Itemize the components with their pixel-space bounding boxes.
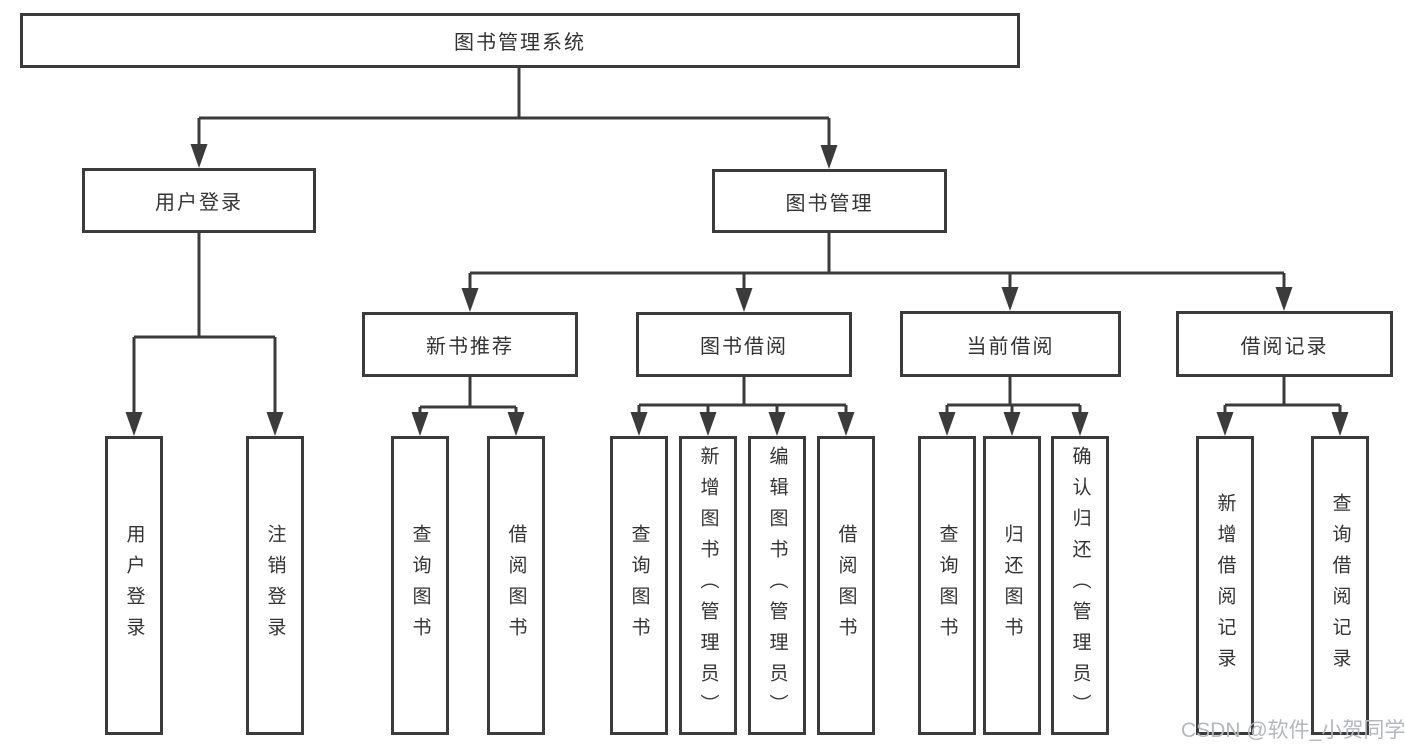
leaf-logout: 注销登录 — [246, 436, 304, 735]
leaf-record-add: 新增借阅记录 — [1196, 436, 1254, 735]
node-book-management-label: 图书管理 — [785, 192, 874, 215]
leaf-user-login-label: 用户登录 — [123, 523, 145, 648]
leaf-record-query: 查询借阅记录 — [1311, 436, 1369, 735]
leaf-newbook-query-label: 查询图书 — [409, 523, 431, 648]
leaf-borrow-query: 查询图书 — [610, 436, 668, 735]
leaf-borrow-add-label: 新增图书（管理员） — [697, 446, 719, 725]
node-user-login: 用户登录 — [82, 168, 316, 233]
node-book-borrow: 图书借阅 — [636, 312, 852, 377]
leaf-user-login: 用户登录 — [105, 436, 163, 735]
leaf-borrow-book-label: 借阅图书 — [835, 523, 857, 648]
watermark-text: CSDN @软件_小贺同学 — [1181, 719, 1405, 742]
leaf-record-add-label: 新增借阅记录 — [1214, 492, 1236, 679]
leaf-newbook-query: 查询图书 — [391, 436, 449, 735]
leaf-borrow-book: 借阅图书 — [817, 436, 875, 735]
node-new-book-recommend-label: 新书推荐 — [426, 336, 514, 358]
leaf-borrow-query-label: 查询图书 — [628, 523, 650, 648]
leaf-current-confirm-return-label: 确认归还（管理员） — [1069, 446, 1091, 725]
leaf-newbook-borrow-label: 借阅图书 — [505, 523, 527, 648]
leaf-borrow-edit-label: 编辑图书（管理员） — [766, 446, 788, 725]
node-current-borrow: 当前借阅 — [900, 311, 1121, 377]
node-root-label: 图书管理系统 — [454, 32, 586, 54]
leaf-borrow-add: 新增图书（管理员） — [679, 436, 737, 735]
leaf-newbook-borrow: 借阅图书 — [487, 436, 545, 735]
leaf-current-return: 归还图书 — [983, 436, 1041, 735]
node-new-book-recommend: 新书推荐 — [362, 312, 578, 377]
node-root: 图书管理系统 — [20, 13, 1020, 68]
leaf-current-confirm-return: 确认归还（管理员） — [1051, 436, 1109, 735]
leaf-current-return-label: 归还图书 — [1001, 523, 1023, 648]
leaf-record-query-label: 查询借阅记录 — [1329, 492, 1351, 679]
node-user-login-label: 用户登录 — [155, 192, 243, 214]
leaf-current-query: 查询图书 — [918, 436, 976, 735]
node-borrow-record: 借阅记录 — [1176, 311, 1393, 377]
leaf-current-query-label: 查询图书 — [936, 523, 958, 648]
node-book-management: 图书管理 — [712, 169, 947, 233]
node-book-borrow-label: 图书借阅 — [700, 336, 788, 358]
node-current-borrow-label: 当前借阅 — [966, 335, 1055, 358]
leaf-logout-label: 注销登录 — [264, 523, 286, 648]
leaf-borrow-edit: 编辑图书（管理员） — [748, 436, 806, 735]
node-borrow-record-label: 借阅记录 — [1240, 335, 1329, 358]
